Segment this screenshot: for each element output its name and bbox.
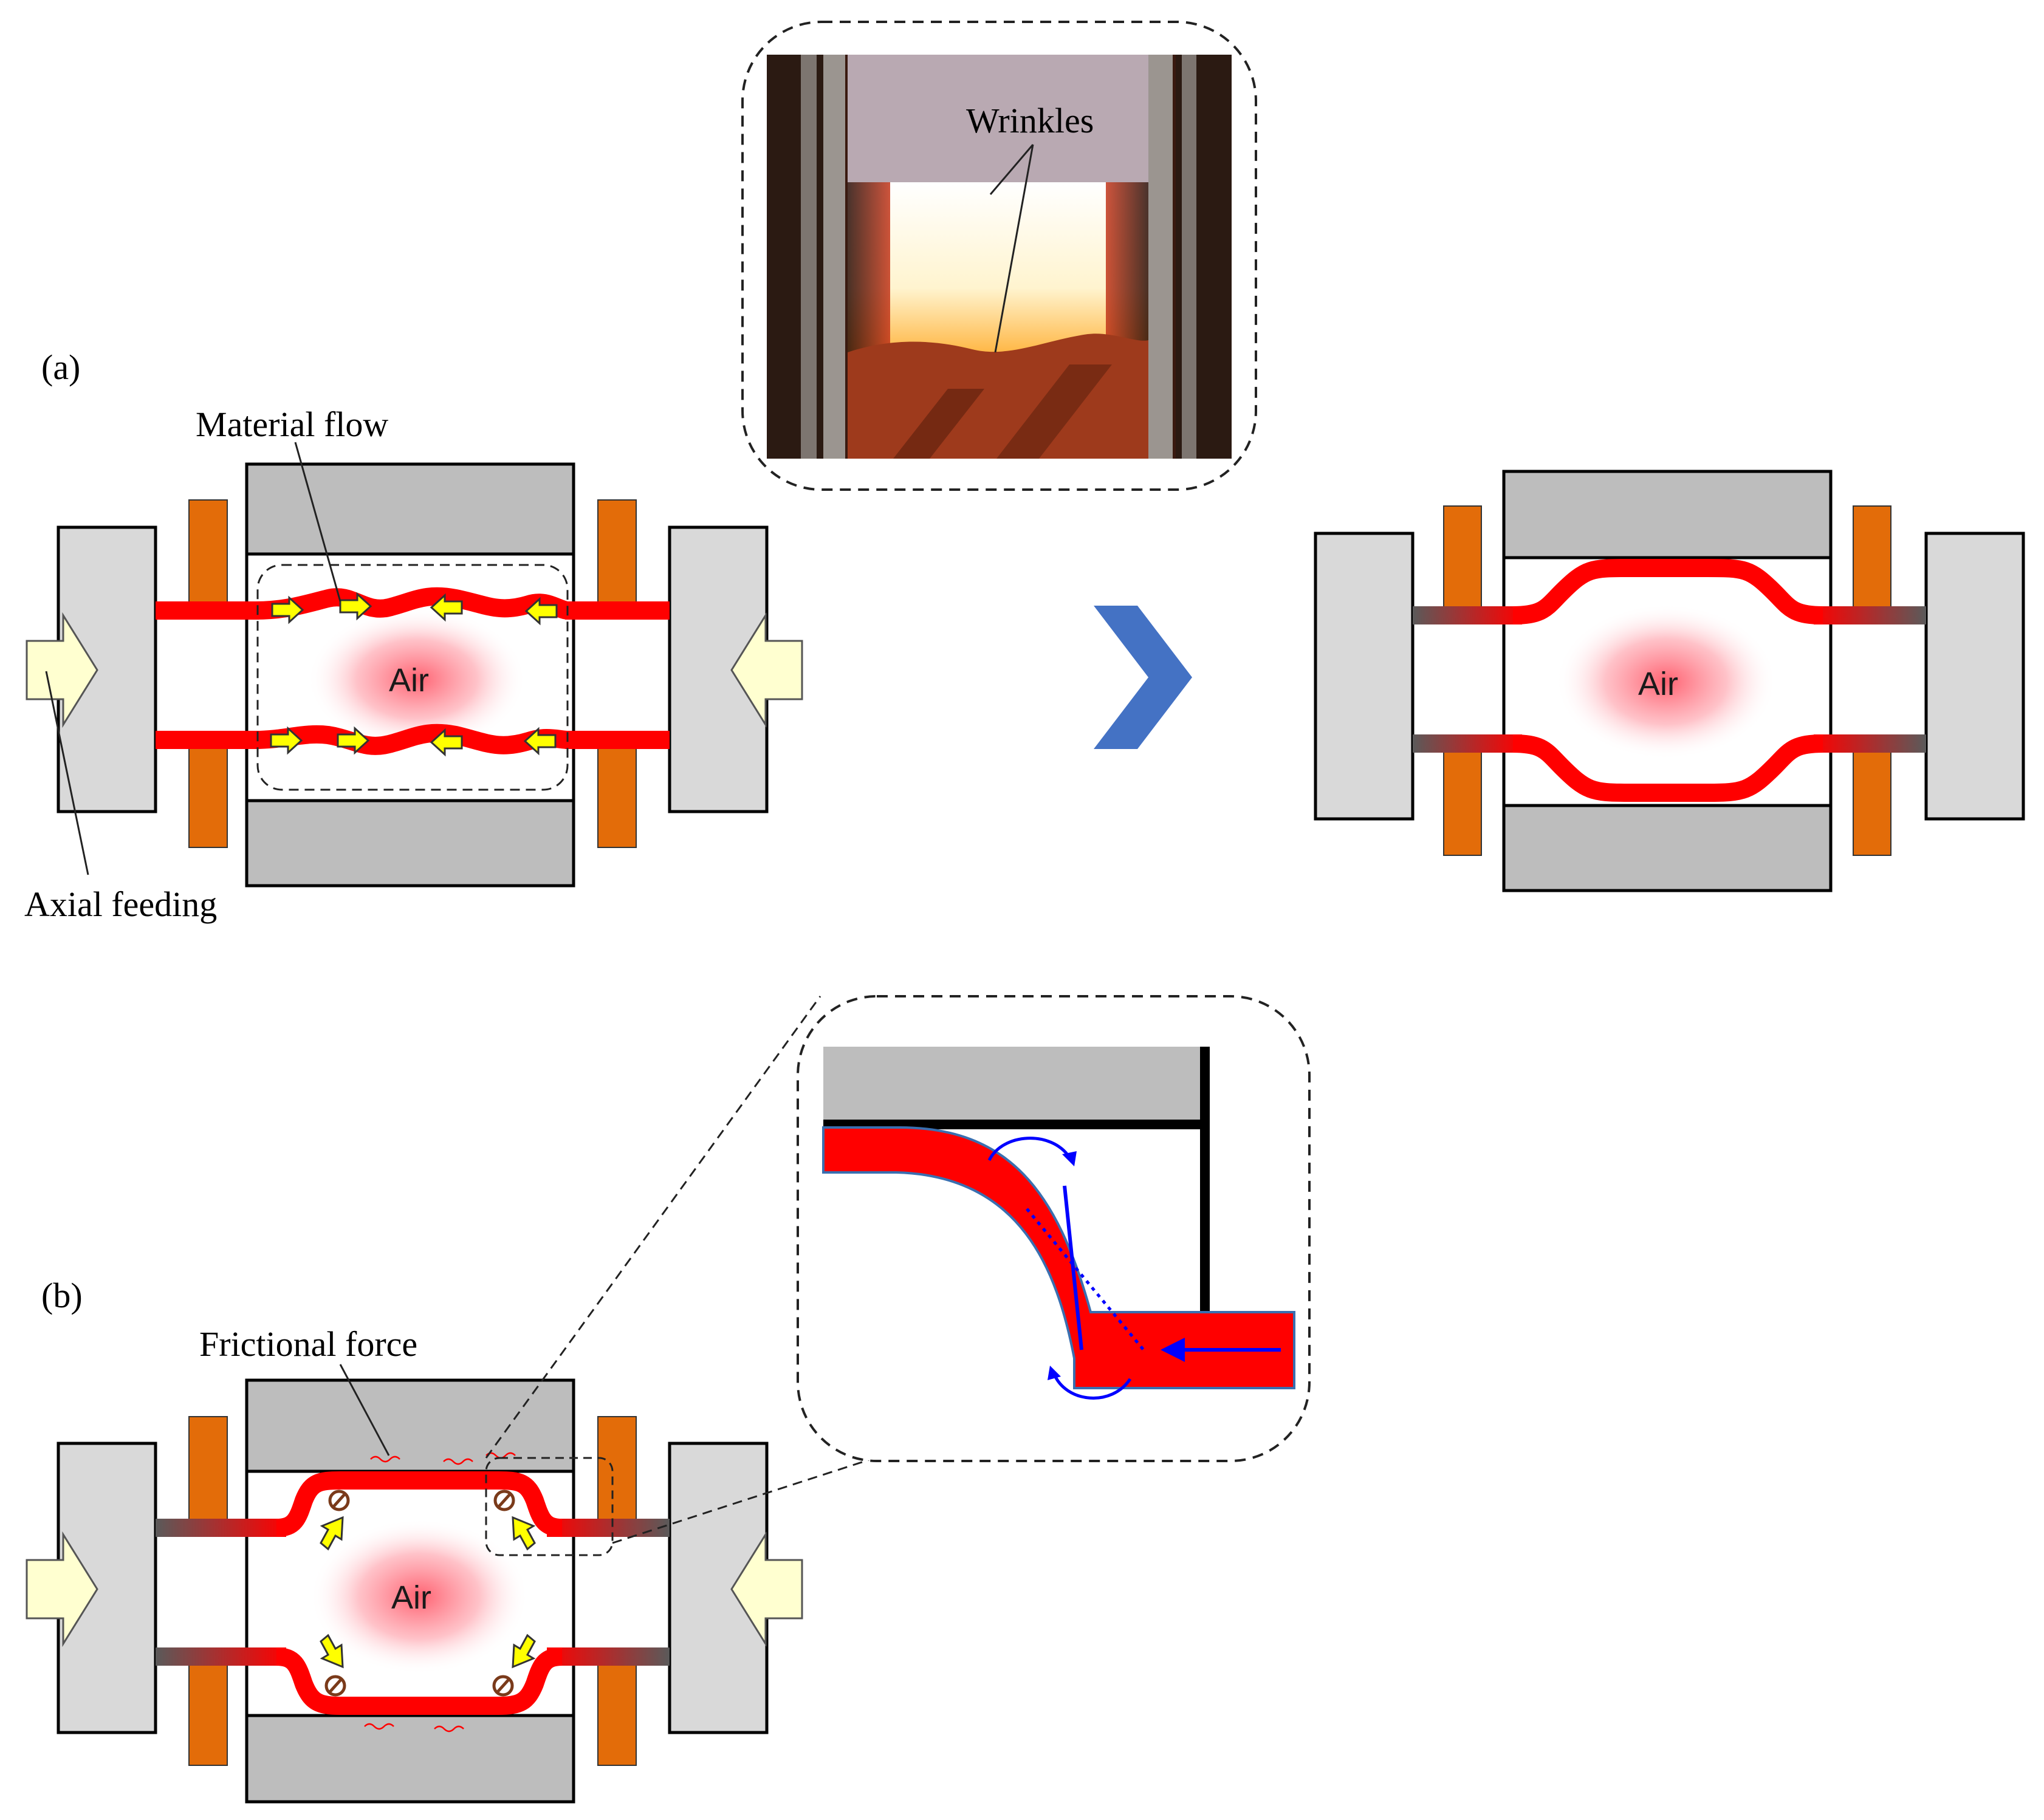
upper-die bbox=[1502, 470, 1833, 559]
air-label: Air bbox=[391, 1579, 431, 1616]
electrode-bottom-right bbox=[597, 1657, 637, 1766]
panel-a-label: (a) bbox=[41, 347, 80, 387]
axial-feeding-label: Axial feeding bbox=[24, 884, 217, 924]
electrode-bottom-right bbox=[597, 742, 637, 848]
electrode-top-right bbox=[1853, 505, 1891, 614]
wrinkle-photo-inset: Wrinkles bbox=[741, 21, 1257, 491]
electrode-top-left bbox=[1443, 505, 1482, 614]
pressure-arrows bbox=[320, 1516, 536, 1669]
pressure-arrow bbox=[512, 1516, 536, 1551]
tube-top-right-feed bbox=[1814, 606, 1926, 624]
frictional-force-marks bbox=[364, 1452, 516, 1733]
flow-arrow-left bbox=[430, 593, 463, 622]
tube-top-left-feed bbox=[1413, 606, 1522, 624]
tube-top-wrinkled bbox=[255, 587, 569, 620]
tube-bottom-left-straight bbox=[156, 731, 259, 749]
frictional-force-label: Frictional force bbox=[199, 1324, 417, 1364]
axial-feed-arrow-left bbox=[26, 612, 98, 728]
electrode-bottom-right bbox=[1853, 748, 1891, 856]
panel-b-label: (b) bbox=[41, 1276, 83, 1315]
tube-bottom-right-feed bbox=[1814, 734, 1926, 753]
lower-die bbox=[245, 799, 575, 888]
pressure-arrow bbox=[512, 1634, 536, 1669]
restraint-symbols bbox=[324, 1490, 515, 1697]
flow-arrow-left bbox=[523, 727, 557, 756]
pressure-arrow bbox=[320, 1634, 344, 1669]
material-flow-leader bbox=[294, 442, 341, 602]
tube-bottom-left-straight bbox=[156, 1647, 286, 1666]
frictional-force-leader bbox=[339, 1364, 390, 1456]
tube-top-formed bbox=[276, 1471, 563, 1537]
moment-arrow-top bbox=[987, 1137, 1071, 1161]
electrode-bottom-left bbox=[188, 1657, 228, 1766]
electrode-bottom-left bbox=[188, 742, 228, 848]
upper-die bbox=[245, 462, 575, 556]
restraint-symbol bbox=[328, 1490, 350, 1511]
wrinkles-label: Wrinkles bbox=[966, 101, 1094, 140]
assembly-a-before: Air Material flow Axial feeding bbox=[24, 405, 803, 924]
right-clamp bbox=[1924, 532, 2025, 821]
tube-bottom-right-straight bbox=[565, 731, 670, 749]
wrinkles-leader-1 bbox=[989, 144, 1034, 195]
pressure-arrow bbox=[320, 1516, 344, 1551]
material-flow-label: Material flow bbox=[196, 405, 388, 444]
tube-top-left-straight bbox=[156, 1519, 286, 1537]
tube-bottom-right-straight bbox=[547, 1647, 670, 1666]
axial-feeding-leader bbox=[45, 671, 89, 875]
restraint-symbol bbox=[324, 1675, 346, 1697]
bending-axis-line bbox=[1063, 1185, 1083, 1350]
flow-arrow-right bbox=[271, 595, 304, 624]
flow-arrow-right bbox=[339, 592, 372, 621]
wrinkle-photo bbox=[767, 55, 1232, 459]
electrode-bottom-left bbox=[1443, 748, 1482, 856]
air-cloud bbox=[1555, 604, 1777, 759]
assembly-a-after: Air bbox=[1314, 470, 2025, 892]
tube-bottom-wrinkled bbox=[255, 724, 569, 755]
air-label: Air bbox=[389, 662, 429, 699]
axial-feed-arrow-right bbox=[730, 1531, 803, 1647]
flow-arrow-left bbox=[430, 728, 463, 757]
moment-arrow-bottom-head bbox=[1048, 1366, 1061, 1380]
tube-top-left-straight bbox=[156, 601, 259, 620]
axial-force-arrow-head bbox=[1161, 1338, 1185, 1362]
tube-bottom-formed bbox=[1512, 734, 1823, 802]
electrode-top-left bbox=[188, 499, 228, 605]
moment-arrow-bottom bbox=[1052, 1373, 1132, 1400]
lower-die bbox=[245, 1714, 575, 1804]
restraint-symbol bbox=[492, 1675, 514, 1697]
tube-top-right-straight bbox=[547, 1519, 670, 1537]
lower-die bbox=[1502, 804, 1833, 892]
axial-feed-arrow-right bbox=[730, 612, 803, 728]
moment-arrow-top-head bbox=[1062, 1151, 1077, 1166]
zoom-inset bbox=[485, 995, 1311, 1544]
air-cloud bbox=[310, 1519, 529, 1674]
flow-arrow-right bbox=[337, 726, 370, 755]
wrinkle-zone-outline bbox=[256, 564, 569, 791]
electrode-top-right bbox=[597, 499, 637, 605]
wrinkles-leader-2 bbox=[994, 144, 1034, 353]
process-step-chevron bbox=[1094, 606, 1192, 749]
restraint-symbol bbox=[493, 1490, 515, 1511]
air-cloud bbox=[307, 607, 526, 751]
tube-top-right-straight bbox=[565, 601, 670, 620]
air-label: Air bbox=[1638, 666, 1678, 702]
axial-feed-arrow-left bbox=[26, 1531, 98, 1647]
tube-bottom-left-feed bbox=[1413, 734, 1522, 753]
zoom-tube-section bbox=[822, 1126, 1295, 1389]
material-flow-arrows bbox=[270, 592, 558, 757]
zoom-die bbox=[823, 1047, 1201, 1123]
upper-die bbox=[245, 1378, 575, 1473]
assembly-b: Air Frictional force bbox=[26, 1324, 803, 1804]
electrode-top-right bbox=[597, 1416, 637, 1525]
zoom-region-outline bbox=[485, 1457, 614, 1556]
zoom-connector bbox=[612, 1457, 876, 1544]
zoom-connector bbox=[485, 996, 821, 1459]
tube-bottom-formed bbox=[276, 1647, 563, 1715]
flow-arrow-right bbox=[270, 726, 303, 755]
tube-top-formed bbox=[1512, 559, 1823, 624]
electrode-top-left bbox=[188, 1416, 228, 1525]
flow-arrow-left bbox=[524, 597, 558, 626]
left-clamp bbox=[1314, 532, 1415, 821]
